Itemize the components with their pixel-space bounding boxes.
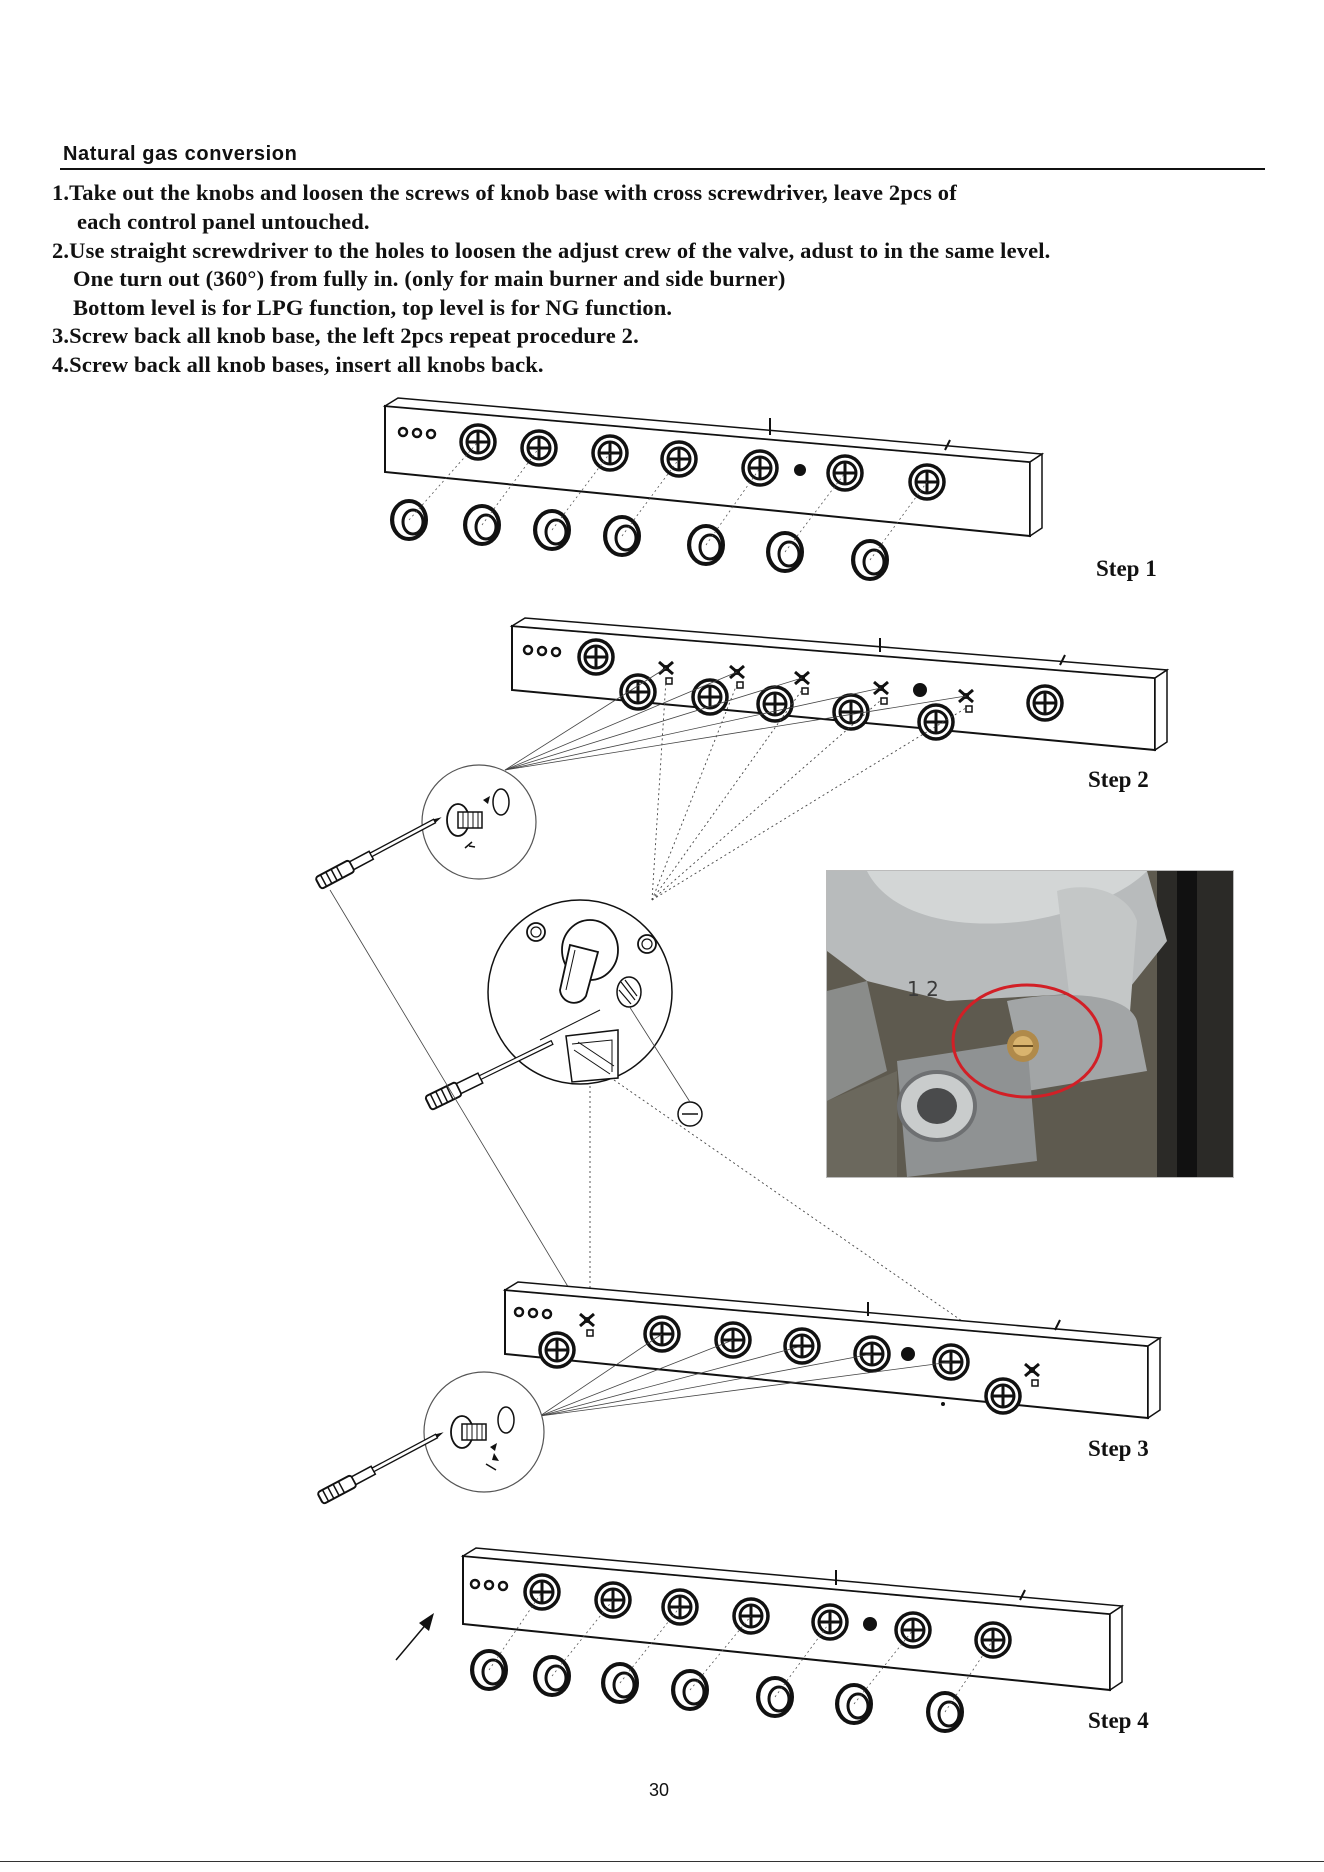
section-title: Natural gas conversion — [63, 143, 298, 165]
valve-photo: 1 2 — [826, 870, 1234, 1178]
control-panel-step1 — [382, 397, 1045, 581]
instruction-line-7: 4.Screw back all knob bases, insert all … — [52, 352, 544, 377]
valve-level-marks: 1 2 — [907, 977, 939, 1001]
step-2-label: Step 2 — [1088, 767, 1149, 792]
cross-screw-detail-step3 — [423, 1371, 545, 1493]
control-panel-step4 — [460, 1547, 1125, 1733]
cross-screwdriver-icon-step3 — [317, 1432, 444, 1505]
control-panel-step3 — [502, 1281, 1163, 1420]
page-number: 30 — [649, 1780, 670, 1800]
instruction-line-4: One turn out (360°) from fully in. (only… — [73, 266, 786, 291]
cross-screwdriver-icon — [315, 817, 442, 890]
title-divider — [60, 168, 1265, 170]
footer-divider — [0, 1861, 1324, 1862]
cross-screw-detail — [421, 764, 537, 880]
instruction-line-2: each control panel untouched. — [77, 209, 370, 234]
step-3-label: Step 3 — [1088, 1436, 1149, 1461]
valve-detail — [487, 899, 703, 1127]
instruction-line-5: Bottom level is for LPG function, top le… — [73, 295, 673, 320]
control-panel-step2 — [504, 617, 1170, 901]
instruction-line-3: 2.Use straight screwdriver to the holes … — [52, 238, 1051, 263]
arrow-icon — [395, 1613, 434, 1661]
instruction-line-1: 1.Take out the knobs and loosen the scre… — [52, 180, 957, 205]
instruction-line-6: 3.Screw back all knob base, the left 2pc… — [52, 323, 639, 348]
step-1-label: Step 1 — [1096, 556, 1157, 581]
step-4-label: Step 4 — [1088, 1708, 1149, 1733]
straight-screwdriver-icon — [424, 1039, 554, 1111]
